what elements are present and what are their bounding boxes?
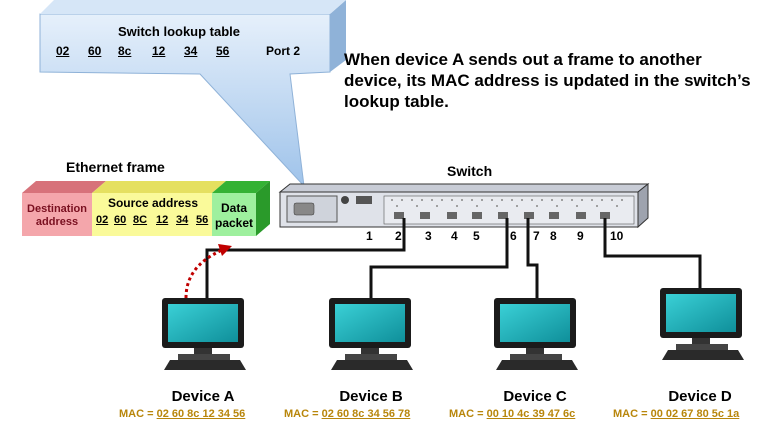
lookup-table-callout bbox=[39, 0, 346, 188]
lookup-byte: 34 bbox=[184, 44, 198, 58]
port-number: 8 bbox=[550, 229, 557, 243]
lookup-table-port: Port 2 bbox=[266, 44, 301, 58]
ethernet-frame-graphic bbox=[22, 181, 270, 236]
lookup-byte: 12 bbox=[152, 44, 166, 58]
device-c-name: Device C bbox=[503, 388, 567, 405]
device-a-mac: MAC = 02 60 8c 12 34 56 bbox=[119, 408, 245, 420]
data-packet-label: Data packet bbox=[214, 201, 254, 230]
device-d-name: Device D bbox=[668, 388, 732, 405]
port-number: 3 bbox=[425, 229, 432, 243]
port-number: 7 bbox=[533, 229, 540, 243]
source-byte: 34 bbox=[176, 214, 189, 226]
port-number: 1 bbox=[366, 229, 373, 243]
port-number: 5 bbox=[473, 229, 480, 243]
mac-prefix: MAC = bbox=[449, 408, 487, 420]
computer-device-c bbox=[494, 298, 578, 370]
network-cables bbox=[205, 218, 702, 300]
source-byte: 56 bbox=[196, 214, 209, 226]
port-number: 6 bbox=[510, 229, 517, 243]
device-b-mac: MAC = 02 60 8c 34 56 78 bbox=[284, 408, 410, 420]
device-c-mac: MAC = 00 10 4c 39 47 6c bbox=[449, 408, 575, 420]
mac-value: 00 02 67 80 5c 1a bbox=[650, 408, 740, 420]
source-byte: 8C bbox=[133, 214, 148, 226]
mac-value: 00 10 4c 39 47 6c bbox=[486, 408, 576, 420]
lookup-byte: 8c bbox=[118, 44, 132, 58]
switch-title: Switch bbox=[447, 163, 493, 179]
lookup-byte: 60 bbox=[88, 44, 102, 58]
frame-send-arrow bbox=[184, 244, 232, 299]
caption-text: When device A sends out a frame to anoth… bbox=[344, 50, 751, 111]
switch-device bbox=[278, 182, 650, 229]
source-byte: 60 bbox=[114, 214, 127, 226]
port-number: 10 bbox=[610, 229, 624, 243]
lookup-byte: 02 bbox=[56, 44, 70, 58]
mac-prefix: MAC = bbox=[284, 408, 322, 420]
port-number: 4 bbox=[451, 229, 458, 243]
lookup-byte: 56 bbox=[216, 44, 230, 58]
device-b-name: Device B bbox=[339, 388, 403, 405]
device-d-mac: MAC = 00 02 67 80 5c 1a bbox=[613, 408, 739, 420]
mac-prefix: MAC = bbox=[119, 408, 157, 420]
computer-device-b bbox=[329, 298, 413, 370]
source-address-label: Source address bbox=[107, 196, 199, 210]
destination-address-label: Destination address bbox=[27, 203, 87, 228]
ethernet-frame-title: Ethernet frame bbox=[66, 159, 165, 175]
cable-device-a bbox=[205, 218, 406, 300]
mac-prefix: MAC = bbox=[613, 408, 651, 420]
source-byte: 12 bbox=[156, 214, 169, 226]
mac-value: 02 60 8c 12 34 56 bbox=[156, 408, 246, 420]
computer-device-a bbox=[162, 298, 246, 370]
cable-device-c bbox=[526, 218, 539, 300]
source-byte: 02 bbox=[96, 214, 109, 226]
device-a-name: Device A bbox=[171, 388, 235, 405]
port-number: 2 bbox=[395, 229, 402, 243]
cable-device-b bbox=[369, 218, 509, 300]
mac-value: 02 60 8c 34 56 78 bbox=[321, 408, 411, 420]
port-number: 9 bbox=[577, 229, 584, 243]
lookup-table-title: Switch lookup table bbox=[117, 24, 241, 39]
cable-device-d bbox=[603, 218, 702, 290]
computer-device-d bbox=[660, 288, 744, 360]
